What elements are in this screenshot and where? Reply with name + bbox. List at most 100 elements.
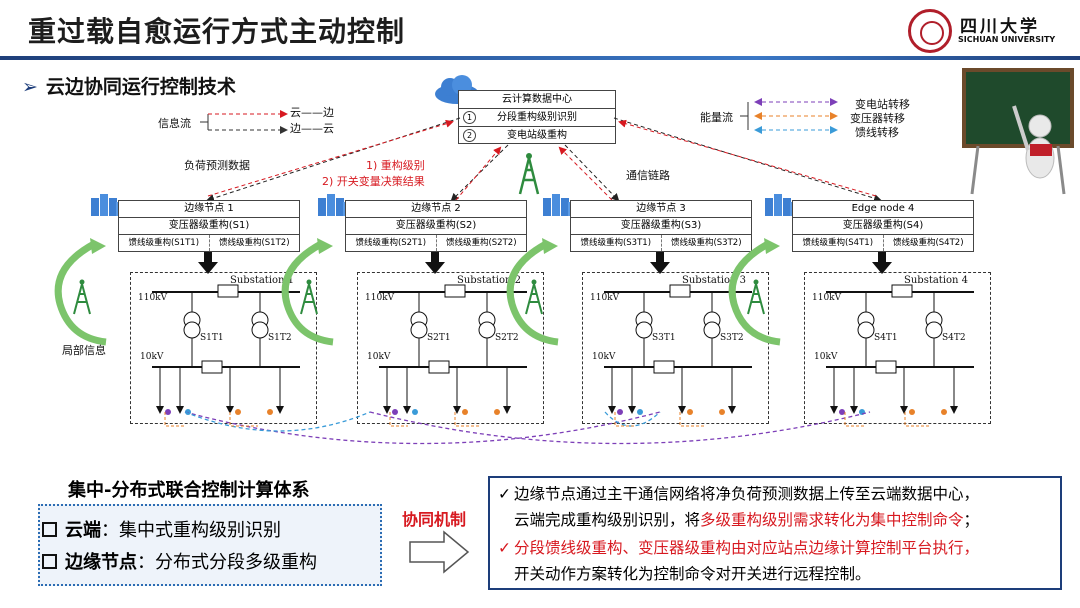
substation-single-line: [152, 284, 300, 415]
communication-tower-icon: [518, 153, 540, 195]
edge-node-box: Edge node 4 变压器级重构(S4) 馈线级重构(S4T1)馈线级重构(…: [792, 200, 974, 252]
system-item-edge-key: 边缘节点: [65, 552, 137, 573]
checkbox-icon: [42, 554, 57, 569]
cloud-to-edge-label: 云——边: [290, 106, 334, 119]
mechanism-label: 协同机制: [402, 510, 467, 529]
hv-label: 110kV: [138, 293, 168, 303]
substation-label: Substation 3: [682, 275, 747, 286]
cloud-data-center-box: 云计算数据中心 1 分段重构级别识别 2 变电站级重构: [458, 90, 616, 144]
substation-label: Substation 4: [904, 275, 969, 286]
energy-transfer-arcs: [164, 411, 930, 445]
local-info-loop: [728, 238, 781, 346]
description-box: [488, 476, 1062, 590]
feeder-level-label-2: 馈线级重构(S3T2): [670, 238, 742, 248]
cloud-row-1-number: 1: [463, 111, 476, 124]
description-text-2a: 云端完成重构级别识别，将: [514, 511, 701, 529]
substation-label: Substation 2: [457, 275, 522, 286]
transformer-1-label: S1T1: [200, 333, 224, 343]
description-line-3: ✓分段馈线级重构、变压器级重构由对应站点边缘计算控制平台执行，: [498, 536, 979, 558]
command-2-label: 2) 开关变量决策结果: [322, 175, 425, 188]
cloud-row-2-number: 2: [463, 129, 476, 142]
description-text-1: 边缘节点通过主干通信网络将净负荷预测数据上传至云端数据中心，: [514, 485, 980, 503]
info-flow-legend: [200, 110, 288, 134]
transformer-level-label: 变压器级重构(S4): [793, 218, 973, 235]
university-seal-logo: [908, 9, 952, 53]
lv-label: 10kV: [140, 352, 164, 362]
transformer-level-label: 变压器级重构(S1): [119, 218, 299, 235]
down-arrow-icon: [872, 252, 892, 274]
check-icon: ✓: [498, 485, 511, 503]
arrow-right-icon: [409, 530, 470, 574]
energy-flow-label: 能量流: [700, 111, 733, 124]
transformer-level-label: 变压器级重构(S3): [571, 218, 751, 235]
transformer-level-label: 变压器级重构(S2): [346, 218, 526, 235]
description-text-2b: 多级重构级别需求转化为集中控制命令: [700, 511, 964, 529]
check-icon: ✓: [498, 539, 511, 557]
info-flow-label: 信息流: [158, 117, 191, 130]
down-arrow-icon: [198, 252, 218, 274]
description-text-2c: ；: [963, 511, 980, 529]
cloud-row-1-label: 分段重构级别识别: [497, 112, 577, 123]
edge-node-title: 边缘节点 2: [346, 201, 526, 218]
transformer-1-label: S2T1: [427, 333, 451, 343]
lv-label: 10kV: [814, 352, 838, 362]
transformer-2-label: S1T2: [268, 333, 292, 343]
comm-link-label: 通信链路: [626, 169, 670, 182]
local-info-loop: [54, 238, 107, 346]
down-arrow-icon: [650, 252, 670, 274]
feeder-level-label-1: 馈线级重构(S1T1): [119, 235, 210, 251]
energy-item-substation: 变电站转移: [855, 98, 910, 111]
feeder-level-label-2: 馈线级重构(S2T2): [445, 238, 517, 248]
local-info-label: 局部信息: [62, 344, 106, 357]
description-text-3: 分段馈线级重构、变压器级重构由对应站点边缘计算控制平台执行，: [514, 539, 980, 557]
description-line-2: 云端完成重构级别识别，将多级重构级别需求转化为集中控制命令；: [498, 508, 979, 530]
local-info-loop: [281, 238, 334, 346]
edge-node-box: 边缘节点 1 变压器级重构(S1) 馈线级重构(S1T1) 馈线级重构(S1T2): [118, 200, 300, 252]
checkbox-icon: [42, 522, 57, 537]
lv-label: 10kV: [367, 352, 391, 362]
load-forecast-label: 负荷预测数据: [184, 159, 250, 172]
substation-label: Substation 1: [230, 275, 295, 286]
cloud-row-2: 2 变电站级重构: [459, 127, 615, 144]
transformer-1-label: S3T1: [652, 333, 676, 343]
system-item-edge: 边缘节点：分布式分段多级重构: [42, 548, 317, 574]
substation-diagram: [582, 272, 769, 424]
edge-to-cloud-label: 边——云: [290, 122, 334, 135]
edge-node-title: 边缘节点 3: [571, 201, 751, 218]
system-item-cloud-value: ：集中式重构级别识别: [101, 520, 281, 541]
energy-flow-legend: [740, 98, 838, 134]
command-1-label: 1) 重构级别: [366, 159, 425, 172]
description-line-1: ✓边缘节点通过主干通信网络将净负荷预测数据上传至云端数据中心，: [498, 482, 979, 504]
transformer-2-label: S4T2: [942, 333, 966, 343]
substation-single-line: [604, 284, 752, 415]
feeder-level-label-2: 馈线级重构(S4T2): [892, 238, 964, 248]
substation-diagram: [357, 272, 544, 424]
feeder-level-label-1: 馈线级重构(S3T1): [571, 235, 662, 251]
edge-node-title: Edge node 4: [793, 201, 973, 218]
lv-label: 10kV: [592, 352, 616, 362]
substation-diagram: [130, 272, 317, 424]
transformer-2-label: S3T2: [720, 333, 744, 343]
substation-single-line: [379, 284, 527, 415]
hv-label: 110kV: [365, 293, 395, 303]
transformer-1-label: S4T1: [874, 333, 898, 343]
section-title-text: 云边协同运行控制技术: [45, 76, 236, 98]
system-item-edge-value: ：分布式分段多级重构: [137, 552, 317, 573]
teacher-chalkboard-icon: [962, 68, 1074, 195]
section-title: ➢云边协同运行控制技术: [22, 72, 236, 99]
university-name-en: SICHUAN UNIVERSITY: [958, 35, 1056, 44]
cloud-row-2-label: 变电站级重构: [507, 130, 567, 141]
cloud-title: 云计算数据中心: [459, 91, 615, 109]
edge-node-title: 边缘节点 1: [119, 201, 299, 218]
system-box: [38, 504, 382, 586]
cloud-row-1: 1 分段重构级别识别: [459, 109, 615, 127]
edge-node-box: 边缘节点 2 变压器级重构(S2) 馈线级重构(S2T1)馈线级重构(S2T2): [345, 200, 527, 252]
edge-node-box: 边缘节点 3 变压器级重构(S3) 馈线级重构(S3T1) 馈线级重构(S3T2): [570, 200, 752, 252]
feeder-level-label-2: 馈线级重构(S1T2): [218, 238, 290, 248]
communication-flow-lines: [206, 117, 882, 203]
description-line-4: 开关动作方案转化为控制命令对开关进行远程控制。: [498, 562, 871, 584]
page-title: 重过载自愈运行方式主动控制: [28, 15, 406, 48]
local-info-loop: [506, 238, 559, 346]
system-title: 集中-分布式联合控制计算体系: [68, 480, 310, 501]
energy-item-feeder: 馈线转移: [855, 126, 899, 139]
